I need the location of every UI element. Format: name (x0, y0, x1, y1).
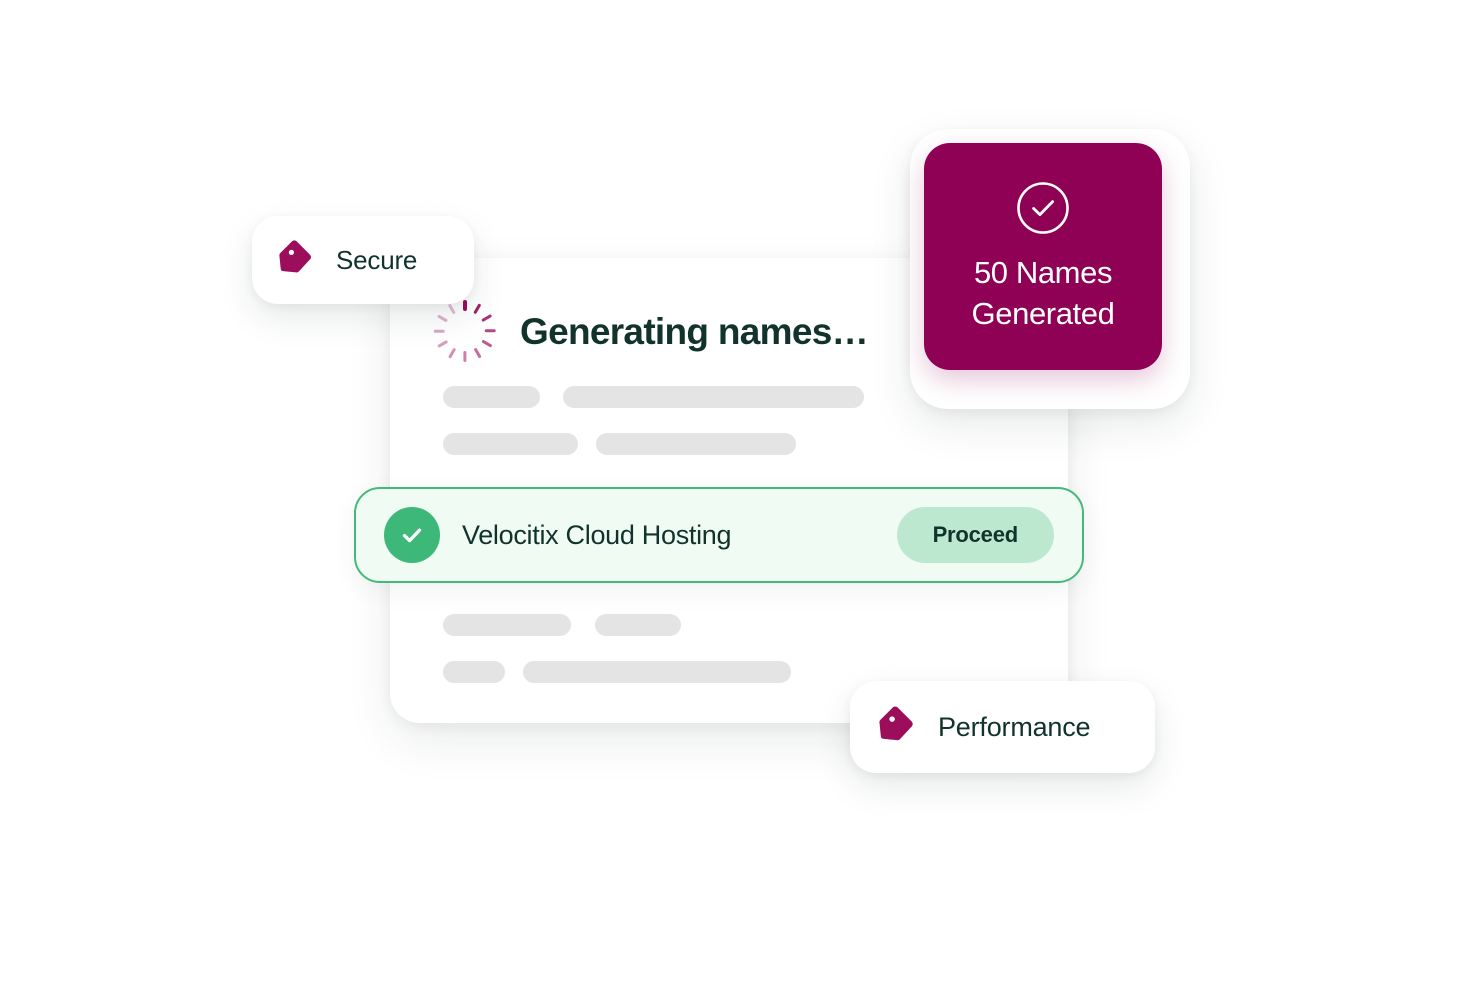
tag-icon (278, 239, 316, 282)
skeleton-bar (596, 433, 796, 455)
skeleton-bar (443, 386, 540, 408)
skeleton-bar (443, 661, 505, 683)
spinner-spoke (481, 339, 493, 348)
skeleton-bar (595, 614, 681, 636)
spinner-spoke (473, 347, 482, 359)
stat-card-text: 50 Names Generated (971, 254, 1115, 331)
tag-pill-secure[interactable]: Secure (252, 216, 474, 304)
tag-icon (878, 705, 918, 750)
skeleton-bar (523, 661, 791, 683)
skeleton-bar (563, 386, 864, 408)
panel-heading-row: Generating names… (434, 300, 869, 362)
loading-spinner-icon (434, 300, 497, 362)
page-title: Generating names… (520, 310, 869, 352)
spinner-spoke (437, 339, 449, 348)
domain-name-label: Velocitix Cloud Hosting (462, 519, 732, 550)
spinner-spoke (463, 300, 467, 311)
names-generated-card: 50 Names Generated (924, 143, 1162, 370)
spinner-spoke (481, 314, 493, 323)
selected-name-row[interactable]: Velocitix Cloud Hosting Proceed (354, 487, 1084, 583)
spinner-spoke (463, 351, 467, 362)
tag-pill-performance[interactable]: Performance (850, 681, 1155, 773)
spinner-spoke (437, 314, 449, 323)
check-circle-outline-icon (1014, 179, 1072, 237)
proceed-button[interactable]: Proceed (896, 507, 1054, 563)
tag-label: Performance (938, 711, 1091, 742)
spinner-spoke (448, 347, 457, 359)
skeleton-bar (443, 433, 578, 455)
spinner-spoke (485, 329, 497, 333)
check-circle-icon (384, 507, 440, 563)
spinner-spoke (434, 329, 446, 333)
tag-label: Secure (336, 244, 418, 275)
skeleton-bar (443, 614, 571, 636)
spinner-spoke (448, 303, 457, 315)
spinner-spoke (473, 303, 482, 315)
